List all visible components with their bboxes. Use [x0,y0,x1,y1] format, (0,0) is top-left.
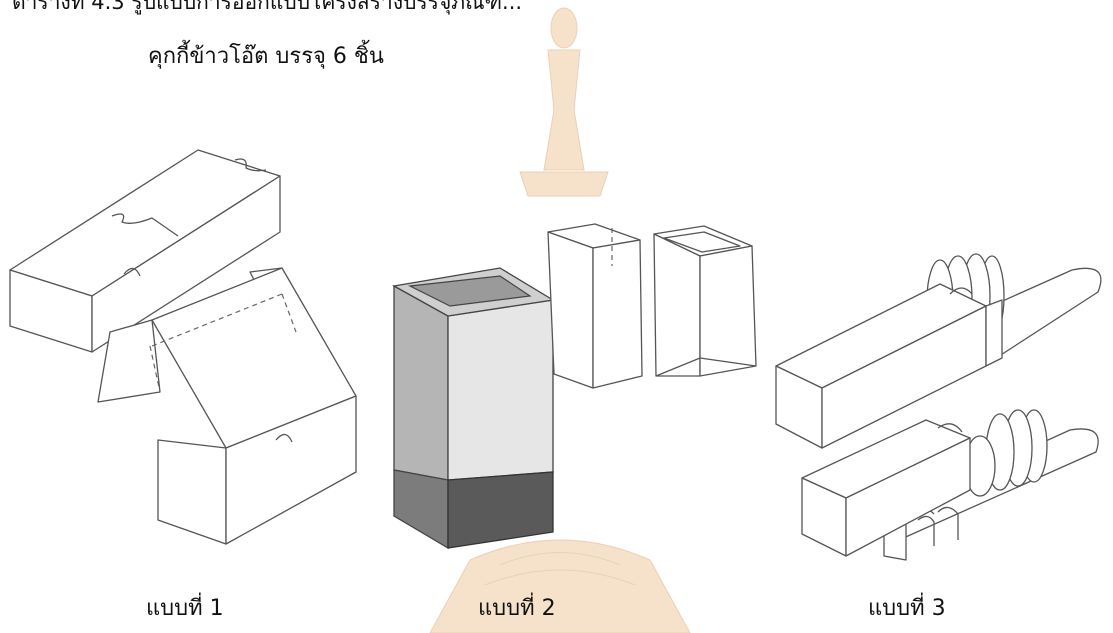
caption-first-line: ตารางที่ 4.3 รูปแบบการออกแบบโครงสร้างบรร… [12,0,523,14]
design-1-closed-box [9,149,281,353]
design-2-inner-sleeve-a [547,223,643,389]
design-3-open-box [801,409,1099,561]
design-3-label: แบบที่ 3 [868,596,946,621]
design-3-closed-box [775,253,1102,449]
design-2-label: แบบที่ 2 [478,596,556,621]
design-1-label: แบบที่ 1 [146,596,224,621]
design-1-open-box [97,267,357,545]
design-2-tall-box [392,267,555,550]
caption-second-line: คุกกี้ข้าวโอ๊ต บรรจุ 6 ชิ้น [148,44,384,69]
design-2-inner-sleeve-b [653,225,757,377]
